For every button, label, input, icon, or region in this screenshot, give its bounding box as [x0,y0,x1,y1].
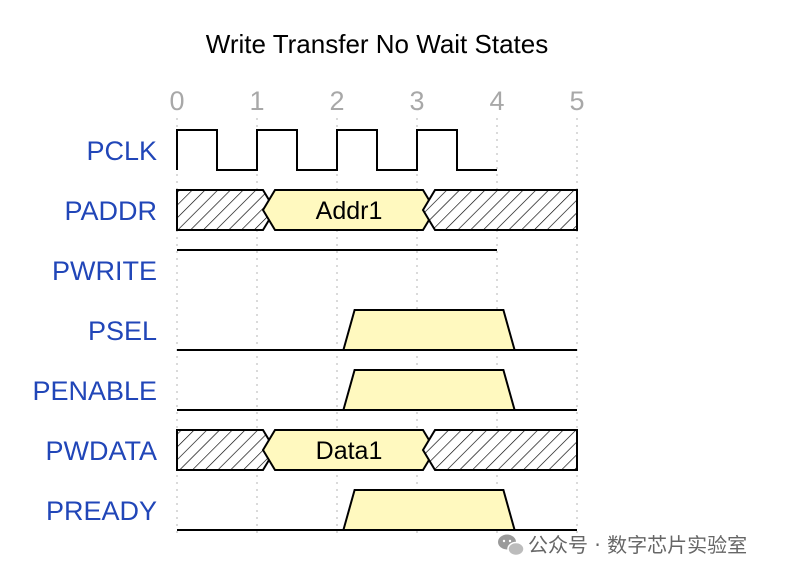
signal-label-penable: PENABLE [32,376,157,406]
waveform-penable [177,369,577,411]
waveform-paddr: Addr1 [176,189,578,231]
time-tick-label: 0 [169,86,184,116]
waveform-pclk [176,129,497,171]
diagram-title: Write Transfer No Wait States [206,29,548,59]
bus-value-label: Data1 [316,437,383,465]
bus-undefined-segment [176,189,277,231]
time-tick-label: 2 [329,86,344,116]
pulse-high [342,369,516,411]
waveform-pready [177,489,577,531]
bus-undefined-segment [176,429,277,471]
signal-label-pclk: PCLK [86,136,157,166]
watermark-text: 公众号 · 数字芯片实验室 [528,533,747,557]
pulse-high [342,489,516,531]
signal-label-pwrite: PWRITE [52,256,157,286]
time-tick-label: 3 [409,86,424,116]
signal-label-pwdata: PWDATA [46,436,158,466]
signal-label-paddr: PADDR [64,196,157,226]
waveform-psel [177,309,577,351]
time-tick-label: 4 [489,86,504,116]
signal-labels: PCLK PADDR PWRITE PSEL PENABLE PWDATA PREADY [32,136,157,526]
bus-undefined-segment [421,189,578,231]
pulse-high [342,309,516,351]
bus-value-label: Addr1 [316,197,383,225]
waveform-pwdata: Data1 [176,429,578,471]
time-axis-ticks: 0 1 2 3 4 5 [169,86,584,116]
clock-wave [176,129,497,171]
signal-label-psel: PSEL [88,316,157,346]
wechat-icon [498,534,525,557]
time-tick-label: 5 [569,86,584,116]
watermark: 公众号 · 数字芯片实验室 [498,533,747,557]
bus-undefined-segment [421,429,578,471]
signal-label-pready: PREADY [46,496,157,526]
time-tick-label: 1 [249,86,264,116]
